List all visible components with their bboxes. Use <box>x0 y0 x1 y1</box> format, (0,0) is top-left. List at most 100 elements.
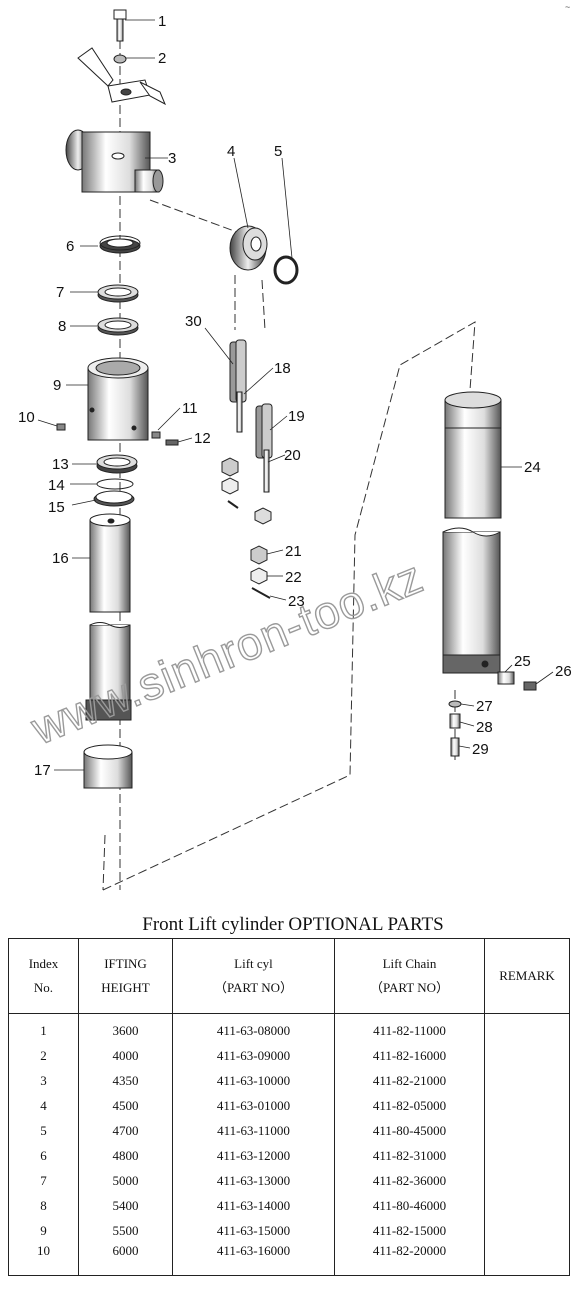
cell-chain: 411-82-05000 <box>334 1093 485 1118</box>
callout-7: 7 <box>56 284 64 301</box>
part-10-setscrew <box>56 423 66 431</box>
cell-cyl: 411-63-13000 <box>172 1168 335 1193</box>
callout-8: 8 <box>58 318 66 335</box>
cell-remark <box>484 1118 570 1143</box>
cell-cyl: 411-63-08000 <box>172 1013 335 1043</box>
callout-11: 11 <box>182 400 198 417</box>
callout-29: 29 <box>472 741 489 758</box>
cell-remark <box>484 1168 570 1193</box>
cell-chain: 411-82-11000 <box>334 1013 485 1043</box>
cell-chain: 411-82-15000 <box>334 1218 485 1243</box>
part-30-lift-chain <box>229 339 247 433</box>
part-15-ring <box>93 490 135 507</box>
part-4-sheave <box>229 225 268 271</box>
header-remark: REMARK <box>484 938 570 1014</box>
cell-height: 5500 <box>78 1218 173 1243</box>
callout-14: 14 <box>48 477 65 494</box>
assembly-lines <box>102 40 476 891</box>
part-25-fitting <box>497 671 515 685</box>
cell-chain: 411-80-45000 <box>334 1118 485 1143</box>
part-27-washer <box>448 700 462 708</box>
callout-28: 28 <box>476 719 493 736</box>
corner-mark: ~ <box>565 2 571 12</box>
cell-index: 1 <box>8 1013 79 1043</box>
part-13-ring <box>96 454 138 474</box>
watermark-text: www.sinhron-too.kz <box>23 550 430 755</box>
callout-19: 19 <box>288 408 305 425</box>
part-2-washer <box>113 54 127 64</box>
cell-cyl: 411-63-11000 <box>172 1118 335 1143</box>
callout-6: 6 <box>66 238 74 255</box>
cell-index: 5 <box>8 1118 79 1143</box>
nut <box>221 457 239 477</box>
part-29-bolt <box>450 737 460 757</box>
part-11-screw <box>151 431 161 439</box>
cell-cyl: 411-63-09000 <box>172 1043 335 1068</box>
exploded-parts-diagram: www.sinhron-too.kz 1 2 3 4 5 6 7 8 9 10 … <box>18 9 572 891</box>
callout-4: 4 <box>227 143 235 160</box>
nut <box>254 507 272 525</box>
cell-chain: 411-82-36000 <box>334 1168 485 1193</box>
cell-index: 10 <box>8 1243 79 1276</box>
header-lift-cyl: Lift cyl（PART NO） <box>172 938 335 1014</box>
callout-22: 22 <box>285 569 302 586</box>
part-23-cotter-pin <box>251 587 271 599</box>
callout-10: 10 <box>18 409 35 426</box>
cell-chain: 411-82-21000 <box>334 1068 485 1093</box>
part-16-piston-rod <box>85 513 132 721</box>
part-17-piston-cup <box>83 744 133 789</box>
part-5-snap-ring <box>273 255 299 285</box>
part-22-nut <box>250 567 268 585</box>
cell-remark <box>484 1013 570 1043</box>
cell-index: 9 <box>8 1218 79 1243</box>
callout-27: 27 <box>476 698 493 715</box>
cell-remark <box>484 1043 570 1068</box>
cell-index: 8 <box>8 1193 79 1218</box>
table-title: Front Lift cylinder OPTIONAL PARTS <box>142 914 444 935</box>
cell-index: 3 <box>8 1068 79 1093</box>
cell-height: 5400 <box>78 1193 173 1218</box>
cotter-pin <box>227 500 239 509</box>
part-24-cylinder-tube <box>442 391 502 674</box>
cell-index: 6 <box>8 1143 79 1168</box>
callout-1: 1 <box>158 13 166 30</box>
part-1-bolt <box>113 9 127 42</box>
callout-24: 24 <box>524 459 541 476</box>
callout-3: 3 <box>168 150 176 167</box>
callout-18: 18 <box>274 360 291 377</box>
part-21-nut <box>250 545 268 565</box>
cell-index: 4 <box>8 1093 79 1118</box>
cell-cyl: 411-63-14000 <box>172 1193 335 1218</box>
nut <box>221 477 239 495</box>
cell-height: 4700 <box>78 1118 173 1143</box>
header-lift-chain: Lift Chain（PART NO） <box>334 938 485 1014</box>
cell-remark <box>484 1193 570 1218</box>
cell-cyl: 411-63-10000 <box>172 1068 335 1093</box>
cell-cyl: 411-63-12000 <box>172 1143 335 1168</box>
callout-13: 13 <box>52 456 69 473</box>
cell-remark <box>484 1243 570 1276</box>
cell-height: 4000 <box>78 1043 173 1068</box>
callout-5: 5 <box>274 143 282 160</box>
cell-chain: 411-80-46000 <box>334 1193 485 1218</box>
callout-17: 17 <box>34 762 51 779</box>
bracket <box>77 47 166 106</box>
part-26-plug <box>523 681 537 691</box>
cell-chain: 411-82-20000 <box>334 1243 485 1276</box>
callout-16: 16 <box>52 550 69 567</box>
part-8-ring <box>97 317 139 336</box>
part-7-ring <box>97 284 139 303</box>
cell-cyl: 411-63-15000 <box>172 1218 335 1243</box>
cell-index: 7 <box>8 1168 79 1193</box>
cell-remark <box>484 1218 570 1243</box>
